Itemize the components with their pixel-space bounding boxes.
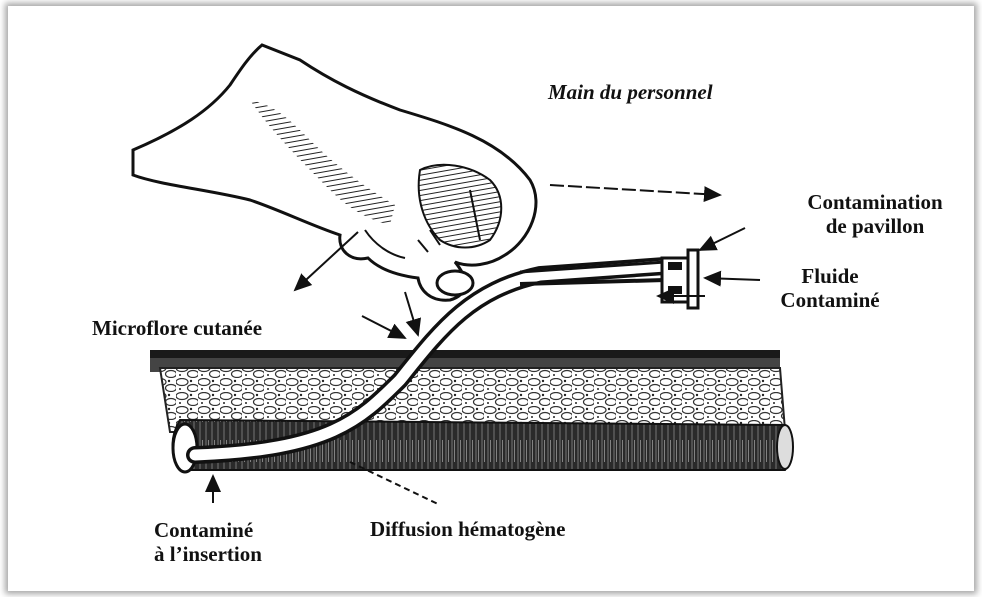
arrow-hand-to-skin — [295, 232, 358, 290]
label-fluide-line1: Fluide — [765, 264, 895, 288]
arrow-pavillon — [700, 228, 745, 250]
arrow-microflore — [362, 316, 405, 338]
label-contamine-line1: Contaminé — [154, 518, 262, 542]
label-contamination-line2: de pavillon — [775, 214, 975, 238]
label-contamination-line1: Contamination — [775, 190, 975, 214]
arrow-finger-to-site — [405, 292, 418, 335]
label-diffusion-hematogene: Diffusion hématogène — [370, 517, 565, 541]
label-fluide-contamine: Fluide Contaminé — [765, 264, 895, 312]
hand-illustration — [133, 45, 536, 300]
arrow-fluide-top — [705, 278, 760, 280]
label-microflore-cutanee: Microflore cutanée — [92, 316, 262, 340]
label-contamine-line2: à l’insertion — [154, 542, 262, 566]
label-contamine-insertion: Contaminé à l’insertion — [154, 518, 262, 566]
label-contamination-pavillon: Contamination de pavillon — [775, 190, 975, 238]
arrow-hand-to-hub — [550, 185, 720, 195]
catheter-hub — [662, 250, 698, 308]
label-main-du-personnel: Main du personnel — [548, 80, 713, 104]
label-fluide-line2: Contaminé — [765, 288, 895, 312]
